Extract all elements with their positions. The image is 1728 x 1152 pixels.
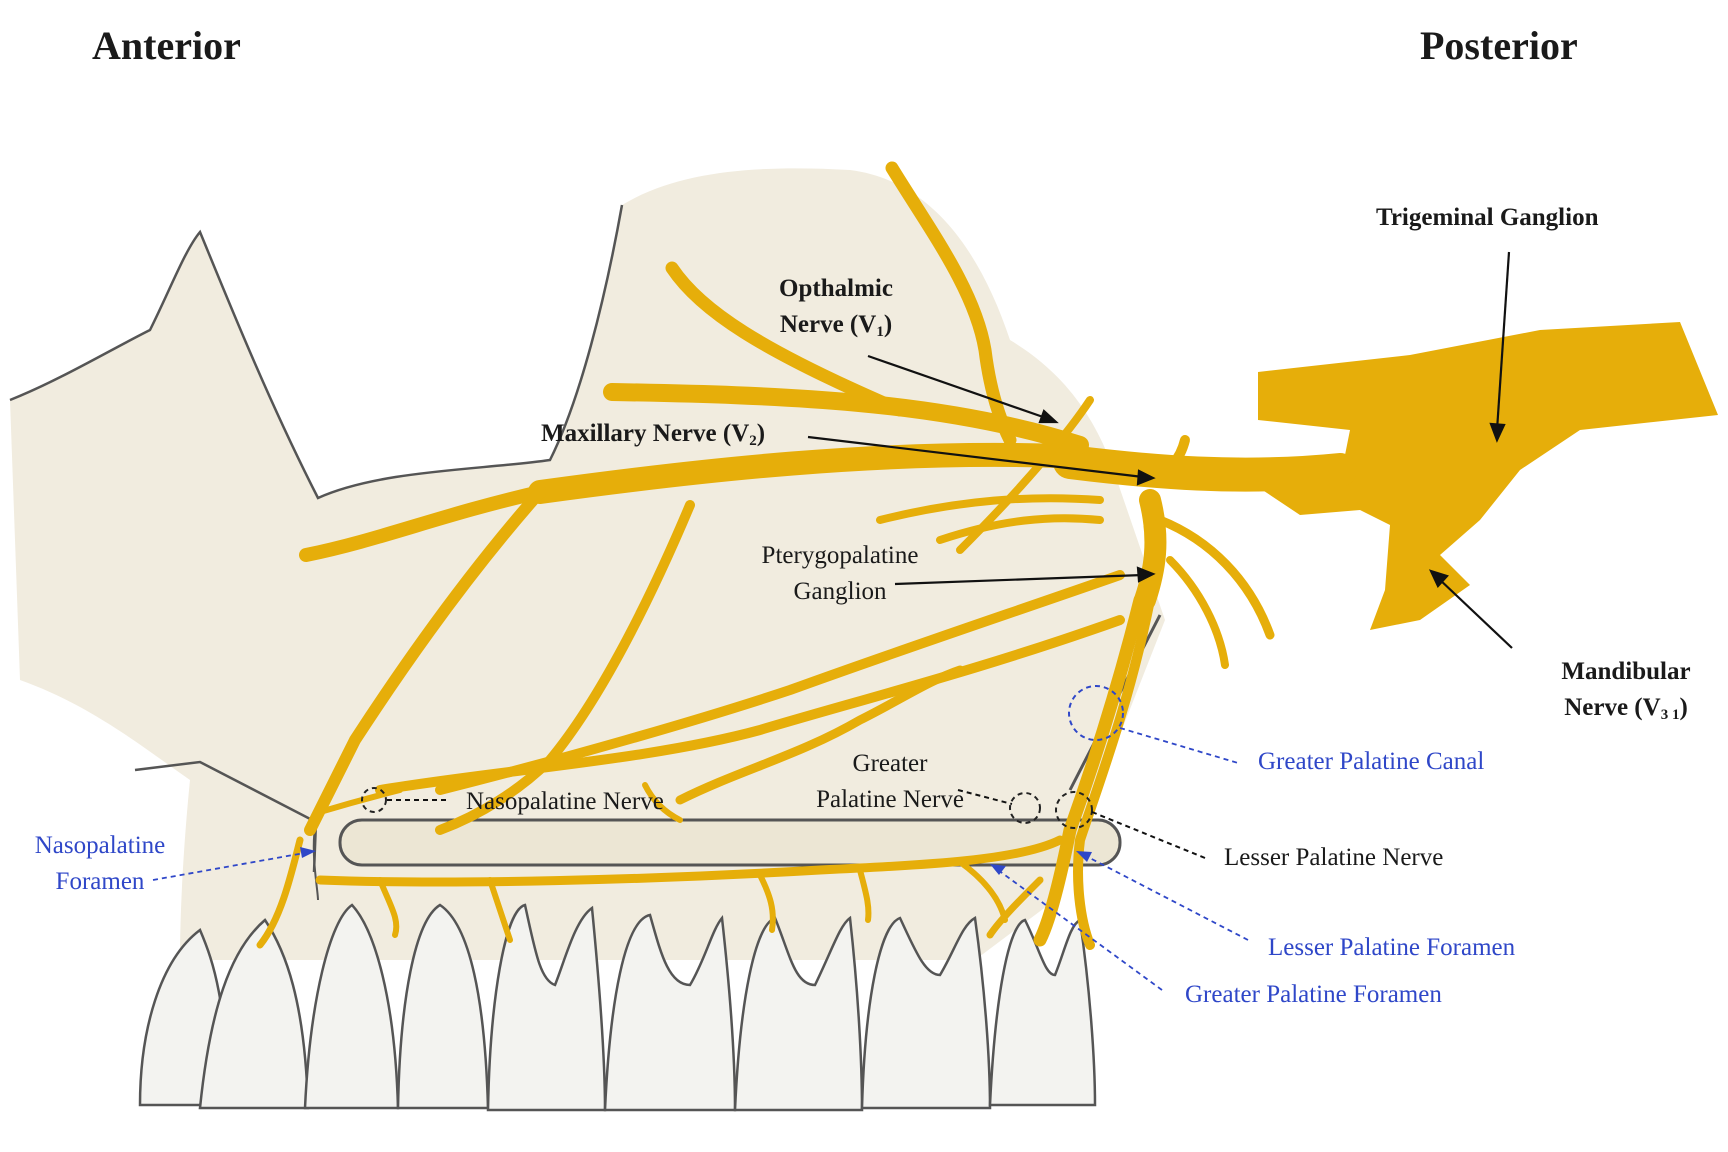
posterior-label: Posterior [1420,23,1578,68]
opthalmic-nerve-line1: Opthalmic [779,275,893,302]
pterygopalatine-line1: Pterygopalatine [761,542,919,569]
nasopalatine-foramen-line2: Foramen [55,868,145,896]
trigeminal-ganglion-shape [1255,322,1718,630]
trigeminal-ganglion-label: Trigeminal Ganglion [1376,204,1599,231]
mandibular-nerve-subscript: 3 1 [1660,707,1680,724]
maxillary-nerve-subscript: 2 [749,433,757,449]
maxilla-bone [9,168,1165,961]
nasopalatine-foramen-line1: Nasopalatine [34,832,166,859]
mandibular-nerve-line2: Nerve (V3 1) [1564,694,1688,724]
blue-leader-lines [152,727,1249,991]
nasopalatine-nerve-label: Nasopalatine Nerve [466,788,664,815]
pterygopalatine-ganglion-shape [1134,489,1167,611]
mandibular-nerve-label: Mandibular Nerve (V3 1) [1561,654,1690,727]
greater-palatine-nerve-label: Greater Palatine Nerve [816,746,964,819]
teeth-row [138,903,1097,1112]
lesser-palatine-nerve-circle [1055,791,1093,829]
greater-palatine-line2: Palatine Nerve [816,786,964,814]
opthalmic-nerve-label: Opthalmic Nerve (V1) [779,271,893,344]
maxillary-nerve-path [528,442,1072,504]
opthalmic-nerve-path [603,383,1089,454]
opthalmic-nerve-prefix: Nerve (V [779,311,877,339]
lesser-palatine-nerve-path [1073,595,1155,950]
black-dashed-leaders [387,789,1206,859]
opthalmic-nerve-line2: Nerve (V1) [779,311,893,341]
lesser-palatine-nerve-label: Lesser Palatine Nerve [1224,844,1444,871]
lesser-palatine-foramen-label: Lesser Palatine Foramen [1268,934,1516,961]
greater-palatine-line1: Greater [852,750,928,777]
nerve-network [256,161,1718,950]
greater-palatine-canal-circle [1068,685,1124,741]
opthalmic-nerve-subscript: 1 [876,324,884,341]
maxillary-nerve-label: Maxillary Nerve (V2) [541,420,766,449]
mandibular-nerve-line1: Mandibular [1561,658,1691,685]
pterygopalatine-ganglion-label: Pterygopalatine Ganglion [762,538,919,611]
anterior-label: Anterior [92,23,241,68]
black-leader-lines [807,251,1513,649]
greater-palatine-canal-label: Greater Palatine Canal [1258,748,1485,775]
foramen-markers [361,685,1124,829]
mandibular-nerve-prefix: Nerve (V [1564,694,1661,722]
nasopalatine-nerve-circle [361,787,387,813]
greater-palatine-foramen-label: Greater Palatine Foramen [1185,981,1442,1008]
greater-palatine-nerve-circle [1009,792,1041,824]
nasopalatine-foramen-label: Nasopalatine Foramen [35,828,166,901]
pterygopalatine-line2: Ganglion [793,578,887,606]
nerve-trunk [1053,445,1357,492]
maxillary-nerve-prefix: Maxillary Nerve (V [541,420,750,447]
palate-plate [338,818,1122,867]
blue-arrowheads [300,847,1092,875]
